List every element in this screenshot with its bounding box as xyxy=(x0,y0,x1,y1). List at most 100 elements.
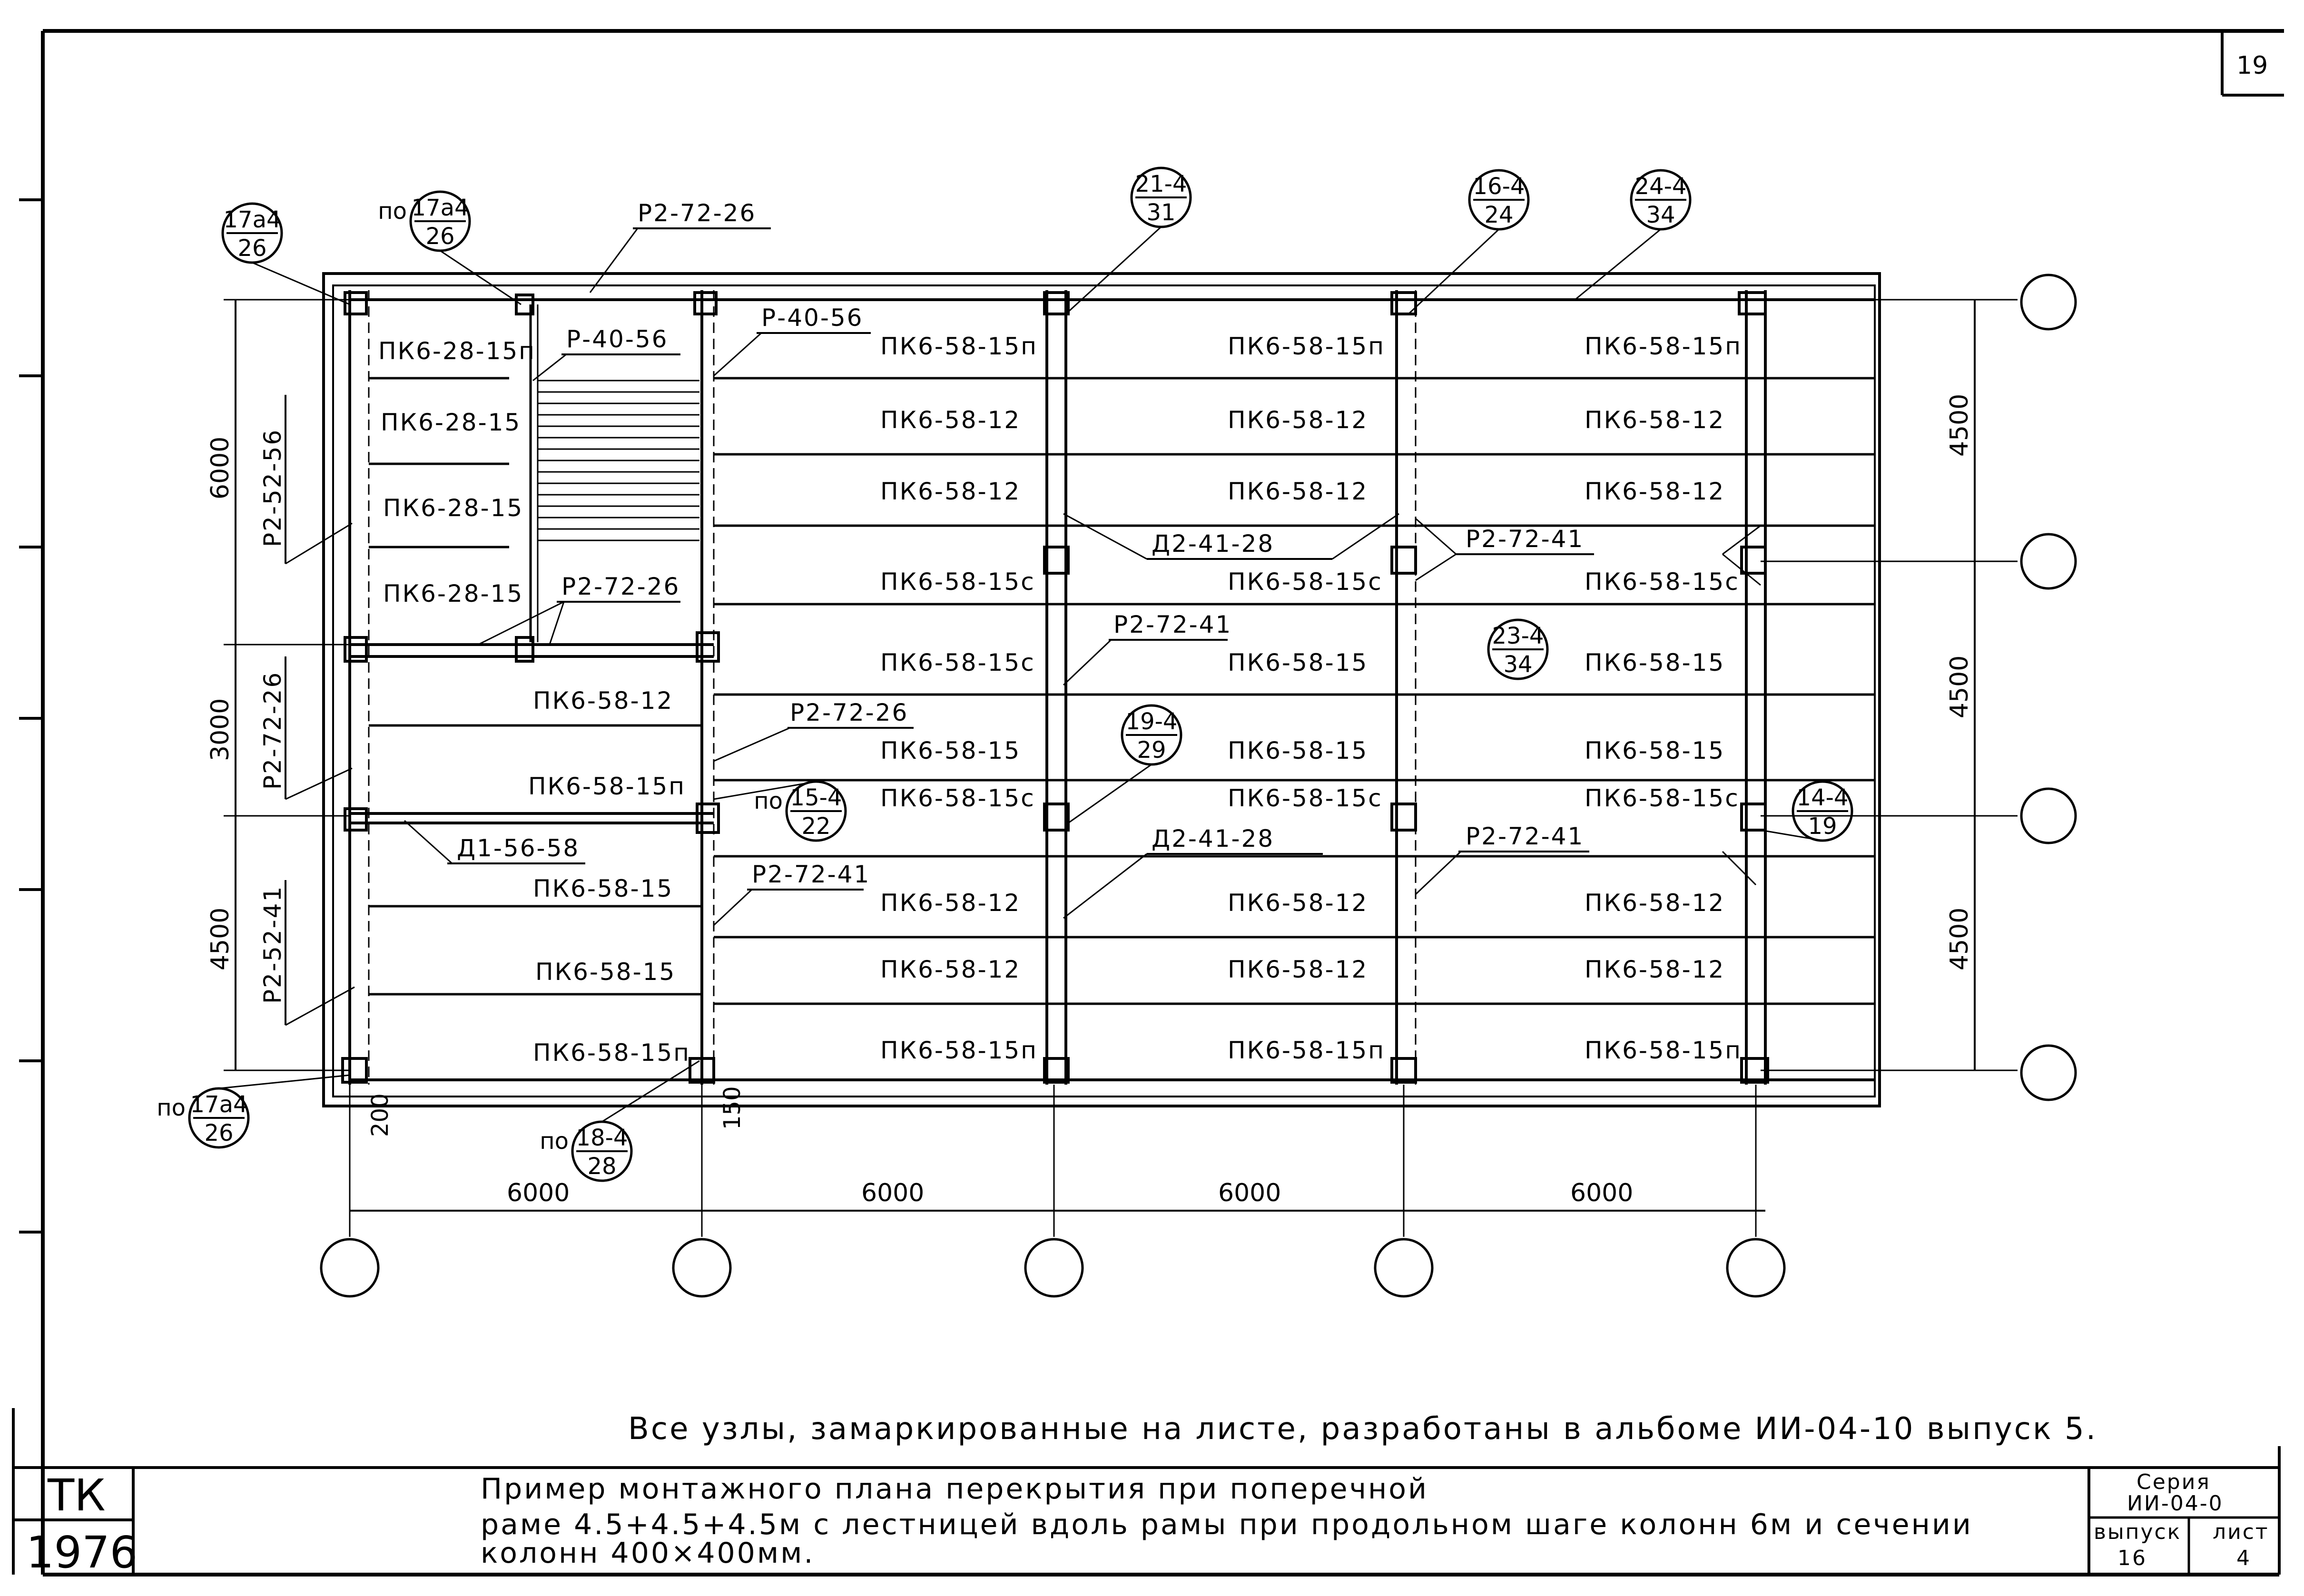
dimension-lines-bottom xyxy=(320,1085,1786,1298)
node-leader xyxy=(601,1060,700,1123)
node-leader xyxy=(440,250,522,305)
slab-label: ПК6-58-15 xyxy=(535,958,676,986)
dim-left-2: 3000 xyxy=(206,698,235,761)
slab-label: ПК6-58-12 xyxy=(880,406,1021,434)
node-top: 17а4 xyxy=(411,195,469,221)
series-value: ИИ-04-0 xyxy=(2127,1491,2224,1516)
beam-label: Р2-72-41 xyxy=(1113,611,1232,638)
dim-small-2: 150 xyxy=(719,1086,746,1130)
node-top: 21-4 xyxy=(1135,171,1187,197)
slab-label: ПК6-58-15 xyxy=(533,875,673,902)
node-leader xyxy=(1408,228,1500,315)
series-label: Серия xyxy=(2137,1470,2211,1494)
year: 1976 xyxy=(26,1527,138,1578)
beam-label: Р2-72-26 xyxy=(638,199,756,227)
node-top: 17а4 xyxy=(223,206,281,233)
axis-bubble xyxy=(320,1238,380,1298)
node-prefix: по xyxy=(754,788,783,814)
node-circle xyxy=(1487,618,1549,680)
axis-bubble xyxy=(1726,1238,1786,1298)
slab-label: ПК6-58-15п xyxy=(533,1039,690,1067)
slab-label: ПК6-28-15 xyxy=(383,494,523,522)
slab-label: ПК6-58-12 xyxy=(1585,889,1725,917)
node-top: 16-4 xyxy=(1473,173,1525,200)
node-bottom: 29 xyxy=(1137,737,1166,764)
slab-label: ПК6-58-15 xyxy=(1585,737,1725,764)
sheet-label: лист xyxy=(2213,1520,2269,1544)
general-note: Все узлы, замаркированные на листе, разр… xyxy=(628,1411,2097,1447)
column xyxy=(515,294,534,315)
dim-left-1: 6000 xyxy=(206,437,235,499)
node-leader xyxy=(1575,228,1661,301)
slab-label: ПК6-58-15 xyxy=(1228,737,1368,764)
column xyxy=(1390,291,1417,315)
column xyxy=(1390,1057,1417,1084)
dim-small-1: 200 xyxy=(367,1093,394,1137)
slab-label: ПК6-58-15п xyxy=(528,773,686,800)
slab-label: ПК6-58-12 xyxy=(1228,956,1368,983)
beam-label: Р2-72-41 xyxy=(1466,822,1584,850)
node-bottom: 26 xyxy=(425,223,454,250)
node-top: 14-4 xyxy=(1797,784,1849,811)
column xyxy=(344,807,368,832)
axis-bubble xyxy=(2020,1044,2077,1101)
beam-label: Р2-72-41 xyxy=(752,861,870,888)
dim-bottom-1: 6000 xyxy=(507,1179,570,1207)
column xyxy=(1043,803,1070,832)
beam-label: Р-40-56 xyxy=(761,304,863,332)
slab-label: ПК6-58-15с xyxy=(1585,568,1740,596)
slab-separators xyxy=(350,304,1875,1005)
sheet-number: 19 xyxy=(2236,51,2268,80)
axis-bubble xyxy=(672,1238,732,1298)
node-top: 24-4 xyxy=(1635,173,1687,200)
node-top: 19-4 xyxy=(1126,708,1178,735)
slab-label: ПК6-58-15 xyxy=(1585,649,1725,676)
slab-label: ПК6-58-12 xyxy=(1228,478,1368,505)
slab-label: ПК6-28-15 xyxy=(381,409,521,436)
title-line-3: колонн 400×400мм. xyxy=(481,1537,815,1570)
column xyxy=(1738,291,1767,315)
beam-label: Д1-56-58 xyxy=(457,834,580,862)
slab-label: ПК6-58-15п xyxy=(1228,1037,1385,1064)
node-bottom: 34 xyxy=(1646,202,1675,228)
dimension-lines-right xyxy=(1761,274,2077,1101)
node-top: 18-4 xyxy=(576,1125,628,1151)
axis-bubble xyxy=(2020,274,2077,331)
slab-labels-grid: ПК6-58-15пПК6-58-12ПК6-58-12ПК6-58-15сПК… xyxy=(880,333,1742,1064)
slab-label: ПК6-58-15п xyxy=(1228,333,1385,360)
column xyxy=(1390,803,1417,832)
slab-label: ПК6-58-12 xyxy=(1228,889,1368,917)
node-bottom: 24 xyxy=(1484,202,1513,228)
column xyxy=(515,636,534,663)
slab-label: ПК6-58-12 xyxy=(880,956,1021,983)
slab-label: ПК6-58-12 xyxy=(1585,956,1725,983)
beam-label: Р2-52-56 xyxy=(259,429,286,547)
beam-label: Р2-72-41 xyxy=(1466,525,1584,553)
node-top: 17а4 xyxy=(190,1091,247,1118)
column xyxy=(1043,546,1070,575)
dim-right-2: 4500 xyxy=(1945,656,1974,718)
beam-label: Д2-41-28 xyxy=(1152,530,1274,558)
node-prefix: по xyxy=(540,1128,569,1155)
slab-label: ПК6-58-15с xyxy=(880,784,1035,812)
slab-label: ПК6-58-12 xyxy=(880,889,1021,917)
axis-bubble xyxy=(2020,533,2077,590)
column xyxy=(689,1057,715,1084)
column xyxy=(1390,546,1417,575)
slab-label: ПК6-58-15п xyxy=(1585,333,1742,360)
dim-right-1: 4500 xyxy=(1945,394,1974,457)
dim-bottom-3: 6000 xyxy=(1218,1179,1281,1207)
node-top: 23-4 xyxy=(1492,623,1544,649)
columns xyxy=(341,291,1769,1084)
slab-label: ПК6-58-15 xyxy=(1228,649,1368,676)
node-bottom: 31 xyxy=(1146,199,1175,226)
column xyxy=(1043,291,1070,315)
slab-label: ПК6-58-12 xyxy=(1585,406,1725,434)
beam-labels: Р2-72-26 Р-40-56 Р-40-56 Р2-72-26 Р2-52-… xyxy=(259,199,1761,1026)
node-bottom: 26 xyxy=(237,235,266,262)
slab-label: ПК6-28-15 xyxy=(383,580,523,607)
slab-label: ПК6-58-15п xyxy=(1585,1037,1742,1064)
sheet-number-box: 19 xyxy=(2221,31,2284,97)
title-line-2: раме 4.5+4.5+4.5м с лестницей вдоль рамы… xyxy=(481,1508,1973,1541)
